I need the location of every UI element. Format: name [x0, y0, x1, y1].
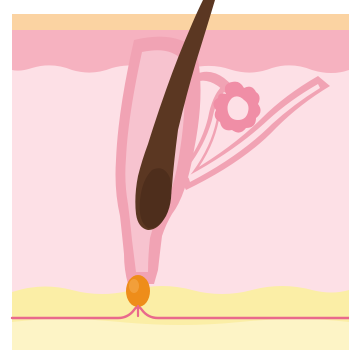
stratum-corneum-layer: [12, 14, 349, 30]
dermal-papilla: [126, 275, 150, 307]
dermal-papilla-highlight: [129, 279, 139, 293]
